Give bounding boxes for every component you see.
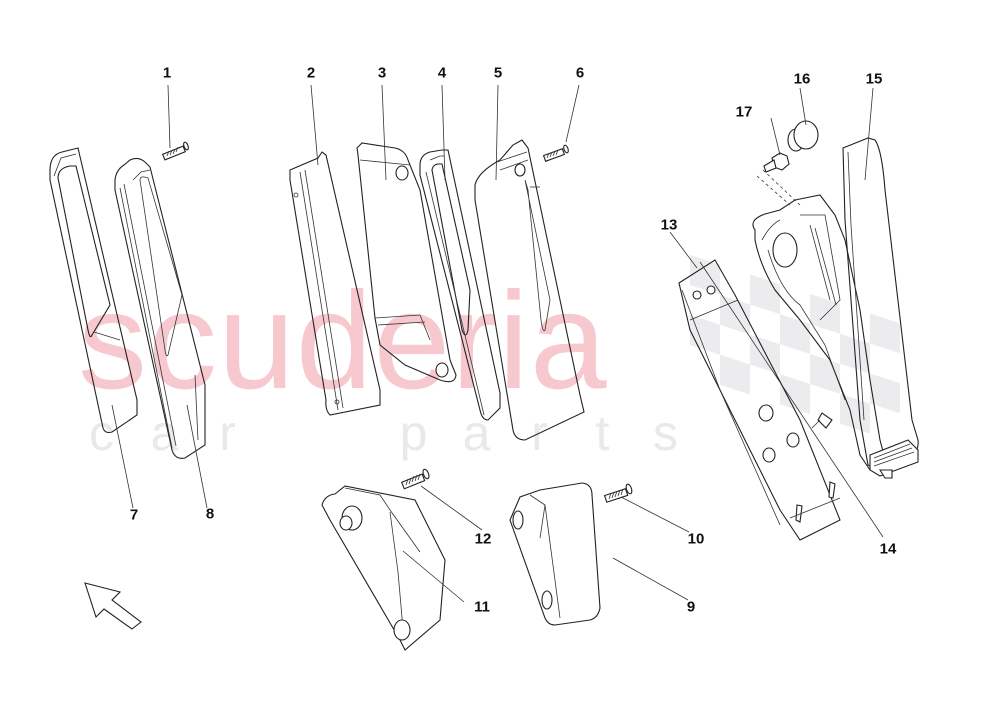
part-14-accelerator-pedal-module[interactable] [752, 194, 889, 471]
callout-7[interactable]: 7 [129, 506, 139, 524]
part-7-pedal-pad[interactable] [49, 147, 138, 434]
callout-2[interactable]: 2 [306, 64, 316, 82]
callout-14[interactable]: 14 [879, 540, 897, 558]
part-4-pedal-pad-frame[interactable] [419, 149, 501, 421]
part-5-pedal-plate[interactable] [474, 139, 585, 441]
callout-17[interactable]: 17 [735, 103, 753, 121]
callout-1[interactable]: 1 [162, 64, 172, 82]
part-2-pedal-arm-cover[interactable] [289, 151, 381, 416]
part-3-pedal-bracket[interactable] [356, 142, 457, 383]
leader-lines [111, 84, 884, 603]
orientation-arrow-icon [84, 582, 142, 630]
callout-16[interactable]: 16 [793, 70, 811, 88]
part-12-bolt[interactable] [400, 468, 431, 490]
part-9-block-spacer[interactable] [509, 482, 601, 626]
part-15-pedal-pad[interactable] [842, 137, 919, 479]
part-8-pedal-pad-frame[interactable] [114, 157, 206, 459]
part-17-nut[interactable] [756, 152, 801, 206]
part-11-wedge-spacer[interactable] [321, 485, 446, 651]
part-16-cap[interactable] [787, 120, 819, 152]
callout-9[interactable]: 9 [686, 598, 696, 616]
part-1-bolt[interactable] [161, 141, 190, 161]
callout-3[interactable]: 3 [377, 64, 387, 82]
callout-13[interactable]: 13 [660, 216, 678, 234]
callout-15[interactable]: 15 [865, 70, 883, 88]
callout-10[interactable]: 10 [687, 530, 705, 548]
part-6-bolt[interactable] [542, 144, 570, 162]
callout-12[interactable]: 12 [474, 530, 492, 548]
callout-8[interactable]: 8 [205, 505, 215, 523]
callout-11[interactable]: 11 [474, 598, 490, 616]
part-10-bolt[interactable] [603, 483, 633, 503]
callout-5[interactable]: 5 [493, 64, 503, 82]
callout-6[interactable]: 6 [575, 64, 585, 82]
part-13-mounting-plate[interactable] [678, 259, 841, 541]
callout-4[interactable]: 4 [437, 64, 447, 82]
